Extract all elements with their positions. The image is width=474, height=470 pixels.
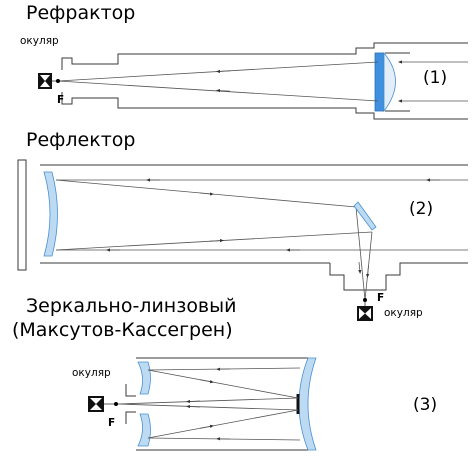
- refractor-tube: [62, 43, 468, 119]
- maksutov-tube: [126, 358, 308, 450]
- refractor-focus-label: F: [57, 95, 64, 106]
- reflector-eyepiece-label: окуляр: [384, 308, 423, 319]
- maksutov-title-line1: Зеркально-линзовый: [26, 297, 236, 316]
- refractor-title: Рефрактор: [26, 4, 135, 23]
- maksutov-title-line2: (Максутов-Кассегрен): [12, 321, 233, 340]
- maksutov-number: (3): [413, 397, 437, 414]
- maksutov-eyepiece-label: окуляр: [72, 368, 111, 379]
- reflector-tube: [18, 160, 468, 290]
- refractor-eyepiece-label: окуляр: [20, 36, 59, 47]
- reflector-title: Рефлектор: [26, 131, 135, 150]
- reflector-primary-mirror: [44, 172, 58, 256]
- refractor-light-rays: [58, 62, 468, 101]
- refractor-focus-point: [56, 79, 60, 83]
- refractor-eyepiece: [38, 73, 60, 89]
- maksutov-focus-point: [114, 402, 118, 406]
- maksutov-primary-mirror: [138, 362, 151, 446]
- reflector-secondary-mirror: [354, 202, 376, 230]
- reflector-eyepiece: [357, 298, 373, 321]
- reflector-focus-point: [363, 298, 367, 302]
- reflector-number: (2): [409, 201, 433, 218]
- refractor-number: (1): [423, 70, 447, 87]
- maksutov-corrector-lens: [299, 358, 316, 450]
- refractor-diagram: [38, 43, 468, 119]
- maksutov-eyepiece: [88, 396, 118, 412]
- maksutov-diagram: [88, 358, 316, 450]
- maksutov-focus-label: F: [108, 418, 115, 429]
- reflector-focus-label: F: [377, 293, 384, 304]
- reflector-light-rays: [56, 180, 468, 300]
